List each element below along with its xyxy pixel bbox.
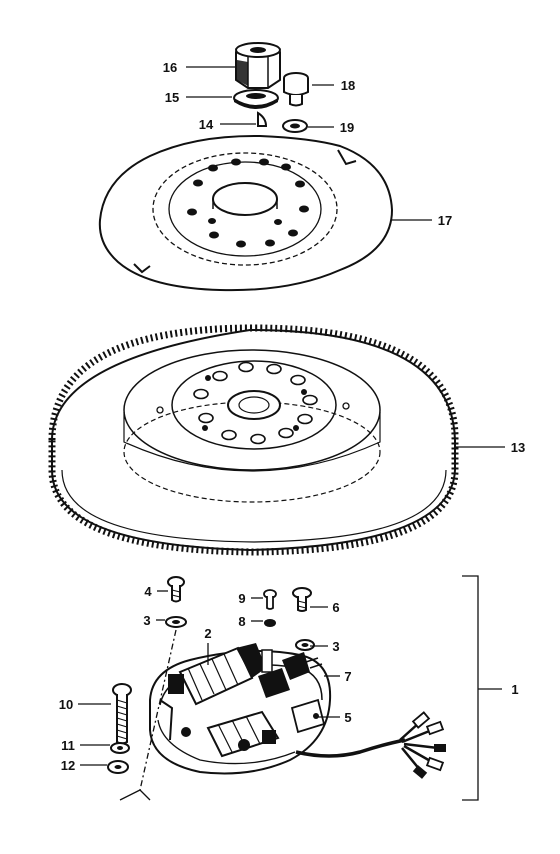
- washer-part-12: [107, 760, 129, 774]
- screw-part-9: [263, 589, 277, 610]
- plate-bolt-holes: [187, 158, 309, 248]
- callout-label-1: 1: [511, 682, 518, 697]
- screw-part-4: [167, 576, 185, 603]
- woodruff-key-part-14: [257, 111, 268, 127]
- callout-label-5: 5: [344, 710, 351, 725]
- callout-labels: 16 18 15 14 19 17 13 4 3 9 6 8 3 2 7 5 1…: [59, 60, 525, 773]
- callout-label-3-right: 3: [332, 639, 339, 654]
- flywheel-nut-part-16: [235, 42, 281, 89]
- callout-label-9: 9: [238, 591, 245, 606]
- callout-label-16: 16: [163, 60, 177, 75]
- lock-washer-part-11: [110, 742, 130, 754]
- callout-label-14: 14: [199, 117, 214, 132]
- leader-lines: [78, 66, 505, 801]
- callout-label-17: 17: [438, 213, 452, 228]
- flywheel-part-13: [48, 324, 459, 556]
- callout-label-7: 7: [344, 669, 351, 684]
- screw-part-10: [112, 683, 132, 745]
- callout-label-4: 4: [144, 584, 152, 599]
- rotor-plate-part-17: [98, 134, 394, 292]
- cam-felt-and-wires: [159, 699, 250, 751]
- callout-label-19: 19: [340, 120, 354, 135]
- washer-part-3-right: [295, 639, 315, 651]
- condenser-part-5: [290, 698, 326, 734]
- screw-part-6: [292, 587, 312, 612]
- callout-label-3-left: 3: [143, 613, 150, 628]
- callout-label-12: 12: [61, 758, 75, 773]
- callout-label-15: 15: [165, 90, 179, 105]
- washer-part-15: [233, 89, 279, 109]
- callout-label-10: 10: [59, 697, 73, 712]
- stator-assembly-part-1: [149, 643, 446, 779]
- bolt-part-18: [283, 72, 309, 107]
- washer-part-3-left: [165, 616, 187, 628]
- washer-part-19: [282, 119, 308, 133]
- callout-label-18: 18: [341, 78, 355, 93]
- washer-part-8: [264, 619, 276, 627]
- callout-label-13: 13: [511, 440, 525, 455]
- callout-label-6: 6: [332, 600, 339, 615]
- contact-breaker-part-7: [258, 649, 323, 698]
- flywheel-bolt-holes: [156, 361, 350, 445]
- callout-label-2: 2: [204, 626, 211, 641]
- wiring-harness: [295, 711, 446, 779]
- coil-part-2: [168, 643, 266, 706]
- callout-label-8: 8: [238, 614, 245, 629]
- callout-label-11: 11: [61, 738, 75, 753]
